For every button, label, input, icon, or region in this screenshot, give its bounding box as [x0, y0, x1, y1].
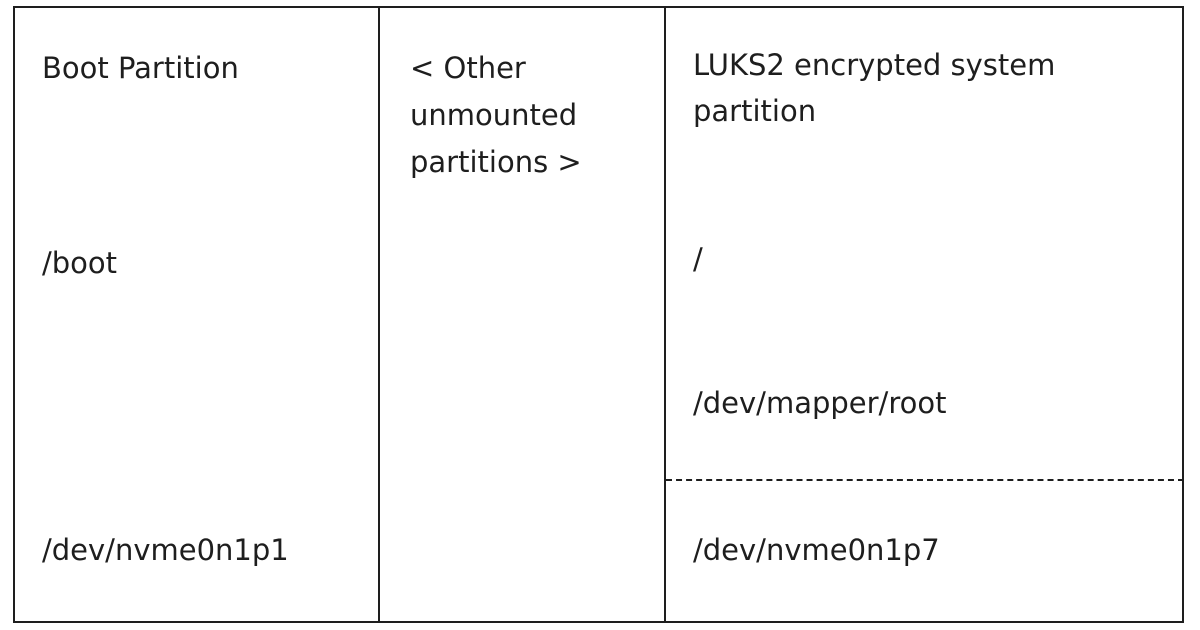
other-partitions-line-2: unmounted: [410, 98, 578, 132]
boot-mount-point: /boot: [42, 246, 118, 280]
partition-divider-1: [378, 6, 380, 623]
luks-title-line-1: LUKS2 encrypted system: [693, 48, 1056, 82]
root-mount-point: /: [693, 242, 703, 276]
luks-device: /dev/nvme0n1p7: [693, 533, 940, 567]
boot-device: /dev/nvme0n1p1: [42, 533, 289, 567]
partition-divider-2: [664, 6, 666, 623]
disk-outline: [13, 6, 1184, 623]
boot-partition-title: Boot Partition: [42, 51, 239, 85]
other-partitions-line-3: partitions >: [410, 145, 582, 179]
luks-layer-divider: [666, 479, 1184, 481]
luks-title-line-2: partition: [693, 94, 817, 128]
other-partitions-line-1: < Other: [410, 51, 526, 85]
mapper-device: /dev/mapper/root: [693, 386, 947, 420]
